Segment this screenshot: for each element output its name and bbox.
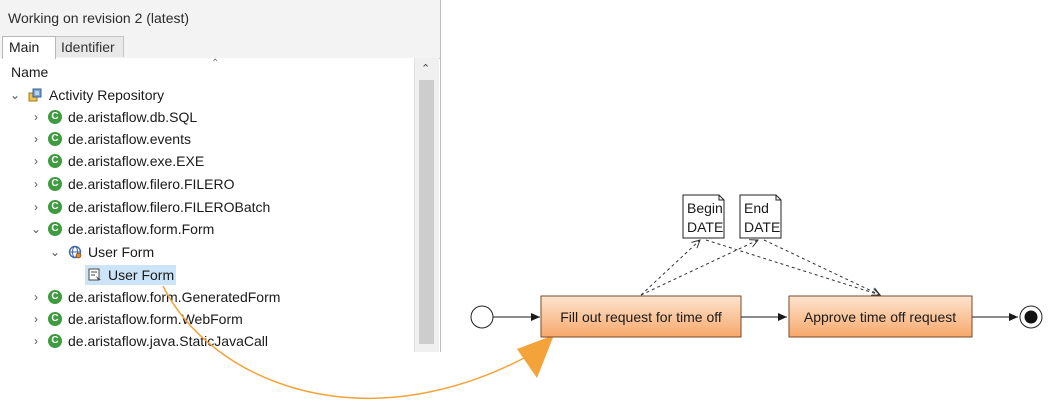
tree-item-label: User Form bbox=[108, 267, 175, 283]
activity-fill-out-request[interactable]: Fill out request for time off bbox=[540, 295, 742, 338]
tree-item-label: de.aristaflow.filero.FILEROBatch bbox=[68, 199, 271, 215]
tree-item-label: de.aristaflow.java.StaticJavaCall bbox=[68, 333, 268, 349]
tree-item[interactable]: › C de.aristaflow.exe.EXE bbox=[0, 150, 414, 172]
class-icon: C bbox=[48, 222, 62, 236]
column-header-name: Name bbox=[11, 64, 49, 80]
tree-item[interactable]: › C de.aristaflow.form.WebForm bbox=[0, 308, 414, 330]
tree-item-selected[interactable]: User Form bbox=[0, 264, 414, 286]
data-edge-write-begin bbox=[640, 240, 700, 296]
start-node[interactable] bbox=[470, 305, 494, 329]
tab-strip: Main Identifier bbox=[0, 34, 440, 59]
activity-label: Approve time off request bbox=[804, 309, 956, 325]
activity-label: Fill out request for time off bbox=[560, 309, 722, 325]
scrollbar-thumb[interactable] bbox=[419, 80, 434, 344]
chevron-right-icon[interactable]: › bbox=[34, 334, 38, 348]
tree-item-label: de.aristaflow.filero.FILERO bbox=[68, 176, 235, 192]
tree-item-label: de.aristaflow.db.SQL bbox=[68, 109, 198, 125]
tab-identifier[interactable]: Identifier bbox=[54, 36, 124, 57]
data-object-begin-date[interactable]: Begin DATE bbox=[682, 194, 725, 239]
data-object-name: Begin bbox=[687, 200, 723, 216]
data-edge-write-end bbox=[640, 240, 758, 296]
class-icon: C bbox=[48, 110, 62, 124]
sort-ascending-icon: ⌃ bbox=[211, 58, 220, 69]
data-object-name: End bbox=[744, 200, 769, 216]
chevron-right-icon[interactable]: › bbox=[34, 200, 38, 214]
data-edge-read-begin bbox=[705, 239, 880, 295]
tree-item-label: de.aristaflow.form.GeneratedForm bbox=[68, 289, 281, 305]
class-icon: C bbox=[48, 177, 62, 191]
globe-gear-icon bbox=[68, 245, 82, 259]
tree-item[interactable]: ⌄ User Form bbox=[0, 241, 414, 263]
data-flow-edges bbox=[640, 239, 880, 296]
repository-icon bbox=[28, 88, 42, 102]
chevron-right-icon[interactable]: › bbox=[34, 312, 38, 326]
activity-approve-request[interactable]: Approve time off request bbox=[788, 295, 973, 338]
chevron-right-icon[interactable]: › bbox=[34, 154, 38, 168]
chevron-right-icon[interactable]: › bbox=[34, 177, 38, 191]
tree-root-activity-repository[interactable]: ⌄ Activity Repository bbox=[0, 84, 414, 106]
chevron-down-icon[interactable]: ⌄ bbox=[9, 88, 21, 102]
chevron-down-icon[interactable]: ⌄ bbox=[49, 245, 61, 259]
tree-item[interactable]: › C de.aristaflow.filero.FILERO bbox=[0, 173, 414, 195]
data-object-end-date[interactable]: End DATE bbox=[739, 194, 782, 239]
revision-title: Working on revision 2 (latest) bbox=[8, 10, 190, 26]
class-icon: C bbox=[48, 154, 62, 168]
tree-item[interactable]: › C de.aristaflow.events bbox=[0, 128, 414, 150]
chevron-right-icon[interactable]: › bbox=[34, 110, 38, 124]
tree-item[interactable]: › C de.aristaflow.db.SQL bbox=[0, 106, 414, 128]
class-icon: C bbox=[48, 132, 62, 146]
drag-arrow-head-icon bbox=[517, 335, 554, 378]
vertical-scrollbar[interactable]: ⌃ bbox=[414, 58, 439, 352]
tab-main[interactable]: Main bbox=[2, 36, 56, 59]
tree-item-label: de.aristaflow.form.Form bbox=[68, 221, 215, 237]
end-node[interactable] bbox=[1019, 305, 1043, 329]
tree-item-label: de.aristaflow.exe.EXE bbox=[68, 153, 205, 169]
drag-arrow-line bbox=[162, 285, 529, 399]
selection-highlight bbox=[85, 265, 176, 285]
tree-item-label: de.aristaflow.events bbox=[68, 131, 191, 147]
class-icon: C bbox=[48, 334, 62, 348]
tree-item[interactable]: ⌄ C de.aristaflow.form.Form bbox=[0, 218, 414, 240]
tree-item[interactable]: › C de.aristaflow.form.GeneratedForm bbox=[0, 286, 414, 308]
tree-item-label: User Form bbox=[88, 244, 155, 260]
class-icon: C bbox=[48, 312, 62, 326]
tree-item-label: Activity Repository bbox=[49, 87, 165, 103]
scroll-up-arrow-icon[interactable]: ⌃ bbox=[421, 63, 431, 75]
tree-item[interactable]: › C de.aristaflow.filero.FILEROBatch bbox=[0, 196, 414, 218]
class-icon: C bbox=[48, 290, 62, 304]
chevron-down-icon[interactable]: ⌄ bbox=[30, 222, 42, 236]
chevron-right-icon[interactable]: › bbox=[34, 290, 38, 304]
tree-item-label: de.aristaflow.form.WebForm bbox=[68, 311, 243, 327]
repository-tree: ⌄ Activity Repository › C de.aristaflow.… bbox=[0, 84, 414, 352]
column-header[interactable]: Name ⌃ bbox=[0, 58, 414, 84]
tree-item[interactable]: › C de.aristaflow.java.StaticJavaCall bbox=[0, 330, 414, 352]
class-icon: C bbox=[48, 200, 62, 214]
data-object-type: DATE bbox=[744, 219, 780, 235]
form-template-icon bbox=[88, 268, 101, 282]
repository-panel: Working on revision 2 (latest) Main Iden… bbox=[0, 0, 441, 352]
data-edge-read-end bbox=[763, 239, 880, 295]
panel-header: Working on revision 2 (latest) bbox=[0, 0, 440, 35]
data-object-type: DATE bbox=[687, 219, 723, 235]
chevron-right-icon[interactable]: › bbox=[34, 132, 38, 146]
